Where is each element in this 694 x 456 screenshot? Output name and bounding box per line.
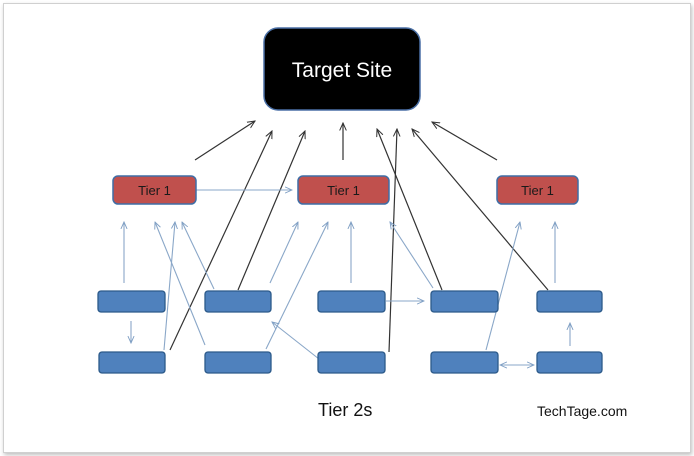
target-site-label: Target Site	[292, 59, 392, 82]
arrow-r2c2-to-tier1a	[155, 222, 206, 346]
arrow-tier2-to-target-5	[412, 129, 549, 291]
arrow-r1c2-to-tier1a	[181, 222, 215, 290]
tier2-row-2	[98, 351, 603, 374]
arrow-tier2-to-target-4	[388, 129, 397, 353]
tier2-node	[317, 290, 386, 313]
tier1-node-1: Tier 1	[112, 175, 197, 205]
tier1-node-2: Tier 1	[297, 175, 390, 205]
tier2-row-1	[97, 290, 603, 313]
arrow-r2c3-to-tier1b	[265, 222, 328, 350]
tier1-node-3: Tier 1	[496, 175, 579, 205]
tier2-caption: Tier 2s	[318, 400, 373, 420]
tier2-node	[204, 290, 272, 313]
tier2-node	[430, 351, 499, 374]
tier2-node	[97, 290, 166, 313]
arrow-r1c4-to-tier1b	[390, 222, 434, 289]
tier2-node	[98, 351, 166, 374]
arrows-tier2	[124, 190, 570, 365]
arrow-r2c4-to-tier1c	[485, 222, 520, 351]
arrow-tier2-to-target-2	[237, 131, 305, 291]
arrow-tier2-to-target-3	[377, 129, 443, 291]
tier2-node	[204, 351, 272, 374]
tier2-node	[536, 351, 603, 374]
arrow-r1c3-to-tier1b	[269, 222, 299, 284]
arrow-tier1a-to-target	[194, 121, 255, 161]
arrows-to-target	[169, 121, 549, 353]
tier1-label: Tier 1	[138, 183, 171, 198]
tier1-label: Tier 1	[327, 183, 360, 198]
target-site-node: Target Site	[263, 27, 421, 111]
tier2-node	[317, 351, 386, 374]
tier1-label: Tier 1	[521, 183, 554, 198]
arrow-r2c3-to-r1c2	[272, 322, 320, 360]
arrow-r2c1-to-tier1a	[163, 222, 175, 351]
arrow-tier1c-to-target	[432, 122, 498, 161]
tier2-node	[430, 290, 499, 313]
arrow-tier2-to-target-1	[169, 131, 273, 351]
tier2-node	[536, 290, 603, 313]
brand-watermark: TechTage.com	[537, 403, 628, 419]
